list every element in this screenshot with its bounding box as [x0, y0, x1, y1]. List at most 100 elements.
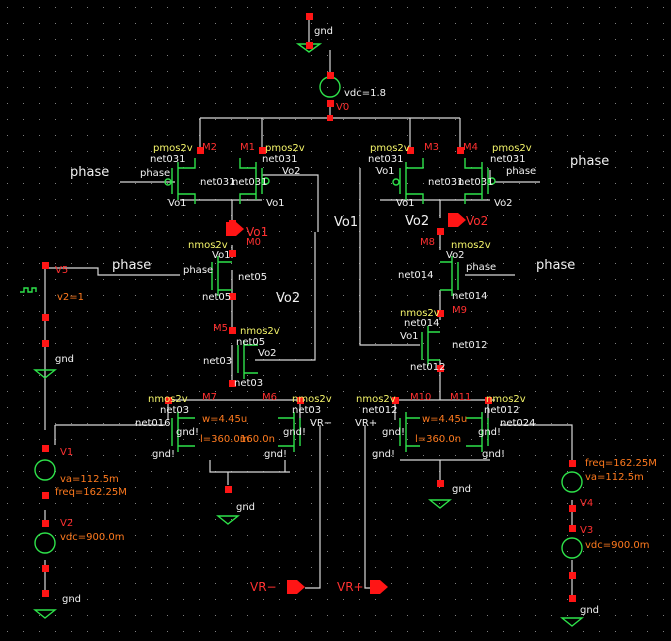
label-gnd-m10-b: gnd!	[372, 449, 395, 460]
label-nmos-m0: nmos2v	[188, 240, 228, 251]
label-vo1-pin: Vo1	[246, 225, 268, 239]
label-phase-m4: phase	[506, 166, 536, 177]
label-gnd-m10: gnd!	[382, 427, 405, 438]
label-pmos-m3: pmos2v	[370, 143, 410, 154]
label-gnd-v5: gnd	[55, 354, 74, 365]
label-vo1-m2-source: Vo1	[168, 198, 187, 209]
ground-symbol-mid-right	[428, 499, 452, 509]
label-vo2-pin-left: Vo2	[405, 214, 429, 229]
label-nmos-m6: nmos2v	[292, 394, 332, 405]
label-va-v4: va=112.5m	[585, 472, 644, 483]
label-pmos-m4: pmos2v	[492, 143, 532, 154]
label-m11: M11	[450, 392, 471, 403]
label-gnd-m7: gnd!	[176, 427, 199, 438]
label-nmos-m9: nmos2v	[400, 308, 440, 319]
label-net05-m5: net05	[236, 337, 265, 348]
pins	[42, 13, 576, 602]
label-net031-m4: net031	[490, 154, 526, 165]
label-freq-v1: freq=162.25M	[55, 487, 127, 498]
label-gnd-top: gnd	[314, 26, 333, 37]
label-net05-m0: net05	[238, 272, 267, 283]
label-phase-v5: phase	[112, 258, 151, 273]
label-phase-m2: phase	[140, 168, 170, 179]
label-gnd-mid-left: gnd	[236, 502, 255, 513]
label-m10: M10	[410, 392, 431, 403]
label-nmos-m10: nmos2v	[356, 394, 396, 405]
ground-symbol-v2	[33, 609, 57, 619]
ac-source-v4	[561, 471, 583, 493]
label-gnd-mid-right: gnd	[452, 484, 471, 495]
devices	[20, 43, 584, 627]
ground-symbol-v3	[560, 617, 584, 627]
label-gnd-m11-b: gnd!	[482, 449, 505, 460]
wires	[44, 20, 573, 595]
label-nmos-m11: nmos2v	[486, 394, 526, 405]
pmos-bubble-m4	[488, 177, 496, 185]
label-m4: M4	[463, 142, 478, 153]
label-vo1-m0: Vo1	[212, 250, 231, 261]
label-net031-m2: net031	[150, 154, 186, 165]
label-l-m10: l=360.0n	[415, 434, 461, 445]
label-freq-v4: freq=162.25M	[585, 458, 657, 469]
label-net03-m5: net03	[203, 356, 232, 367]
label-net012-m9-source: net012	[410, 362, 446, 373]
label-pmos-m2: pmos2v	[153, 143, 193, 154]
label-l-m6: 160.0n	[240, 434, 275, 445]
label-gnd-v3: gnd	[580, 605, 599, 616]
pin-arrow-vr-minus	[287, 580, 305, 594]
label-pmos-m1: pmos2v	[265, 143, 305, 154]
pmos-bubble-m3	[392, 178, 400, 186]
label-m2: M2	[202, 142, 217, 153]
label-gnd-m7-b: gnd!	[152, 449, 175, 460]
label-w-m7: w=4.45u	[202, 414, 247, 425]
pulse-source-v5	[20, 287, 37, 293]
label-net031-m2-drain: net031	[200, 177, 236, 188]
label-v0: V0	[336, 102, 349, 113]
label-vo1-mid: Vo1	[334, 215, 358, 230]
label-net014-m9: net014	[404, 318, 440, 329]
label-net031-m1-drain: net031	[232, 177, 268, 188]
label-nmos-m5: nmos2v	[240, 326, 280, 337]
label-m6: M6	[262, 392, 277, 403]
ground-symbol-mid-left	[216, 515, 240, 525]
label-nmos-m8: nmos2v	[451, 240, 491, 251]
label-m1: M1	[240, 142, 255, 153]
label-net031-m3: net031	[368, 154, 404, 165]
label-v2: V2	[60, 518, 73, 529]
label-m0: M0	[246, 237, 261, 248]
label-w-m10: w=4.45u	[422, 414, 467, 425]
label-vo2-m8: Vo2	[446, 250, 465, 261]
label-vr-minus-pin: VR−	[250, 580, 277, 594]
label-va-v1: va=112.5m	[60, 474, 119, 485]
label-phase-m8: phase	[466, 262, 496, 273]
label-net03-m5-source: net03	[234, 378, 263, 389]
label-net014-m8-source: net014	[452, 291, 488, 302]
dc-source-v2	[34, 532, 56, 554]
label-v1: V1	[60, 447, 73, 458]
pin-arrow-vo2	[448, 213, 466, 227]
label-net031-m3-drain: net031	[428, 177, 464, 188]
label-vo1-m3-gate: Vo1	[376, 166, 395, 177]
label-gnd-m6: gnd!	[283, 427, 306, 438]
label-v2-1: v2=1	[57, 292, 84, 303]
label-m3: M3	[424, 142, 439, 153]
label-vo2-m4-source: Vo2	[494, 198, 513, 209]
label-net03-m6: net03	[292, 405, 321, 416]
pin-arrow-vo1	[226, 222, 244, 236]
label-vr-minus-m6: VR−	[310, 418, 332, 429]
label-vr-plus-m10: VR+	[355, 418, 377, 429]
label-m9: M9	[452, 305, 467, 316]
label-net031-m1: net031	[262, 154, 298, 165]
label-net016: net016	[135, 418, 171, 429]
label-m7: M7	[202, 392, 217, 403]
label-vo2-m1: Vo2	[282, 166, 301, 177]
label-gnd-m6-b: gnd!	[264, 449, 287, 460]
label-v4: V4	[580, 498, 593, 509]
label-m8: M8	[420, 237, 435, 248]
pmos-bubble-m1	[262, 177, 270, 185]
label-vo2-m5: Vo2	[258, 348, 277, 359]
dc-source-v3	[561, 537, 583, 559]
label-net012-m11: net012	[484, 405, 520, 416]
